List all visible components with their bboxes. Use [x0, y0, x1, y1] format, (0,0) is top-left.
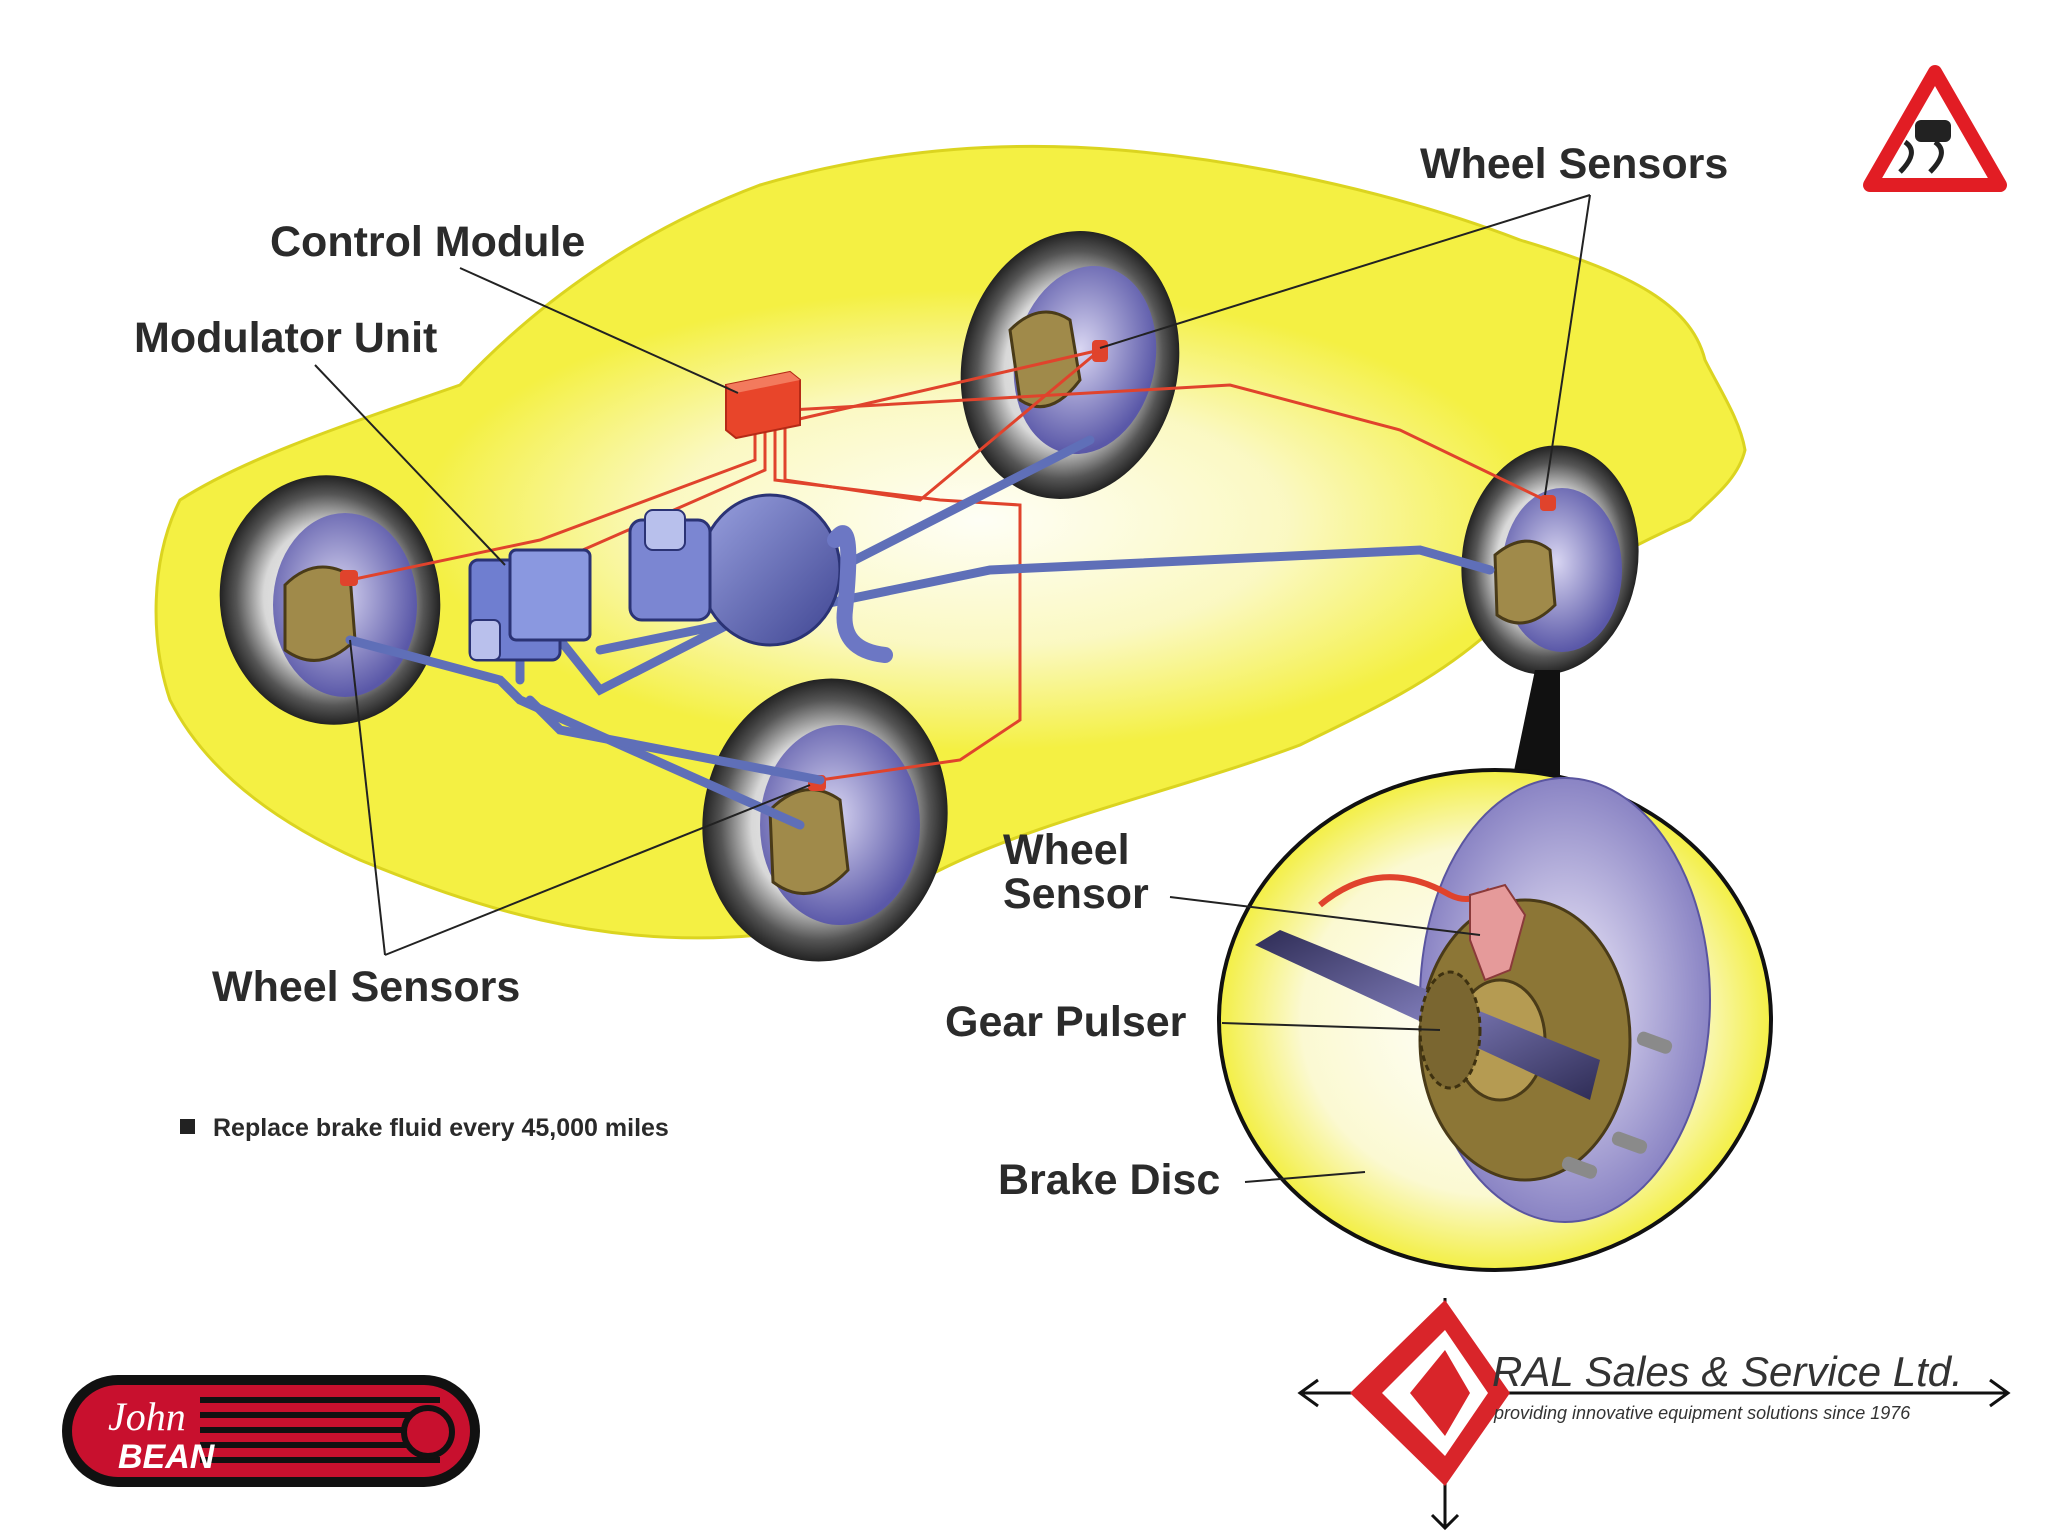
bubble-leader-lines [1169, 896, 1481, 1183]
ral-logo [1297, 1298, 2011, 1531]
modulator-unit [468, 548, 592, 662]
bullet-square [180, 1119, 195, 1134]
note-text: Replace brake fluid every 45,000 miles [213, 1114, 669, 1142]
leader-lines [314, 194, 1591, 956]
label-wheel-sensor-line1: Wheel [1003, 826, 1130, 874]
label-wheel-sensor-line2: Sensor [1003, 870, 1149, 918]
wheel-rear-right [960, 231, 1180, 499]
john-bean-logo: John BEAN [62, 1375, 480, 1487]
wheel-rear-left [1461, 445, 1639, 675]
label-brake-disc: Brake Disc [998, 1156, 1221, 1204]
ral-tagline: providing innovative equipment solutions… [1494, 1403, 1911, 1423]
brake-booster [628, 493, 893, 663]
bean-text: BEAN [118, 1438, 216, 1476]
control-module [725, 370, 801, 440]
detail-bubble [1217, 768, 1773, 1272]
label-gear-pulser: Gear Pulser [945, 998, 1187, 1046]
ral-company-name: RAL Sales & Service Ltd. [1492, 1348, 1963, 1395]
label-wheel-sensors-top: Wheel Sensors [1420, 140, 1729, 188]
slippery-road-warning-icon [1863, 65, 2007, 192]
john-text: John [108, 1394, 186, 1439]
label-modulator-unit: Modulator Unit [134, 314, 438, 362]
maintenance-note: Replace brake fluid every 45,000 miles [180, 1114, 669, 1143]
label-wheel-sensors-bottom: Wheel Sensors [212, 963, 521, 1011]
label-control-module: Control Module [270, 218, 586, 266]
callout-pointer [1510, 670, 1560, 790]
